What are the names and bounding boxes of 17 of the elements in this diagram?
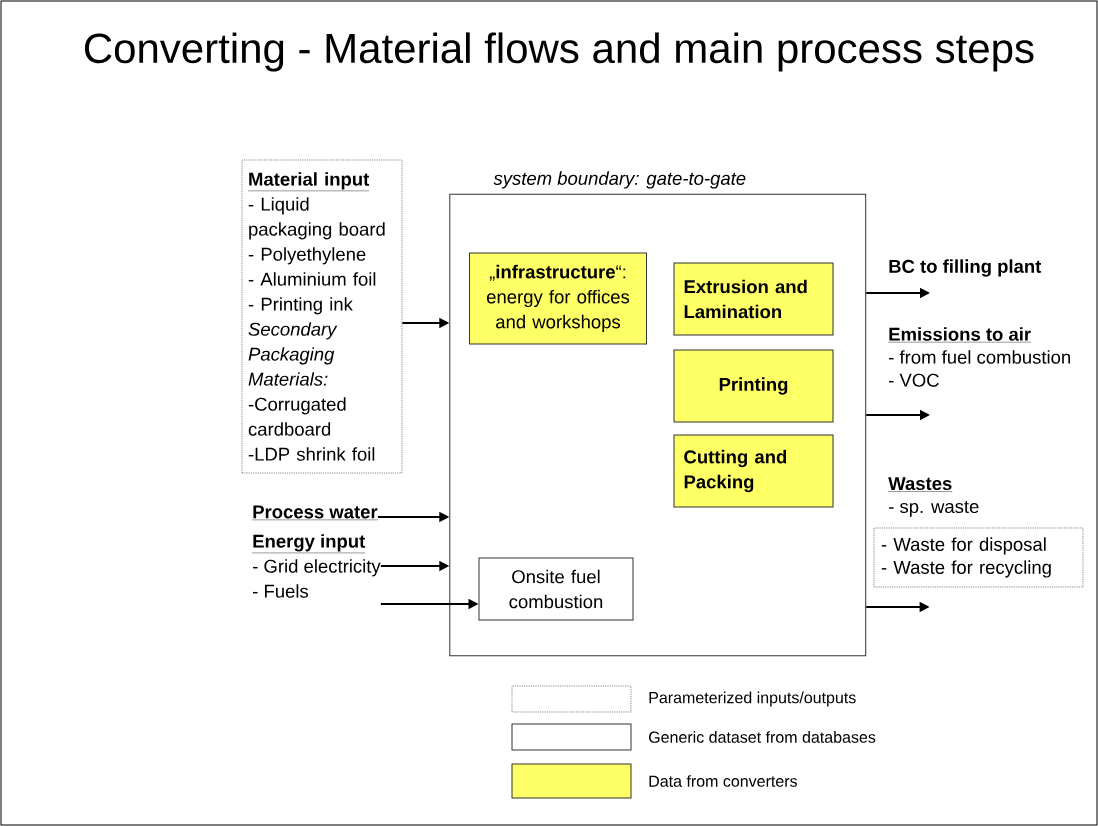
process-box: Extrusion and Lamination bbox=[673, 262, 834, 336]
process-box: Printing bbox=[673, 349, 834, 423]
process-box: Cutting and Packing bbox=[673, 434, 834, 508]
output-list: Emissions to air - from fuel combustion - VOC bbox=[888, 327, 1070, 387]
legend-text: Data from converters bbox=[649, 775, 797, 787]
process-box: „infrastructure“: energy for offices and workshops bbox=[469, 252, 647, 345]
output-list: Wastes - sp. waste bbox=[888, 477, 979, 517]
legend-text: Generic dataset from databases bbox=[649, 731, 876, 743]
input-list: Energy input - Grid electricity - Fuels bbox=[252, 534, 381, 598]
output-label: BC to filling plant bbox=[889, 259, 1042, 277]
node-label: system boundary: gate-to-gate bbox=[493, 171, 746, 189]
title: Converting - Material flows and main process steps bbox=[84, 32, 1034, 72]
process-box: Onsite fuel combustion bbox=[478, 557, 634, 621]
input-list-box: Material input - Liquid packaging board - Polyethylene - Aluminium foil - Printing ink Secondary Packaging Materials: -Corrugated cardboard -LDP shrink foil bbox=[241, 159, 403, 474]
input-label: Process water bbox=[252, 505, 378, 521]
legend-text: Parameterized inputs/outputs bbox=[649, 691, 856, 707]
output-list-box: - Waste for disposal - Waste for recycling bbox=[873, 527, 1084, 588]
